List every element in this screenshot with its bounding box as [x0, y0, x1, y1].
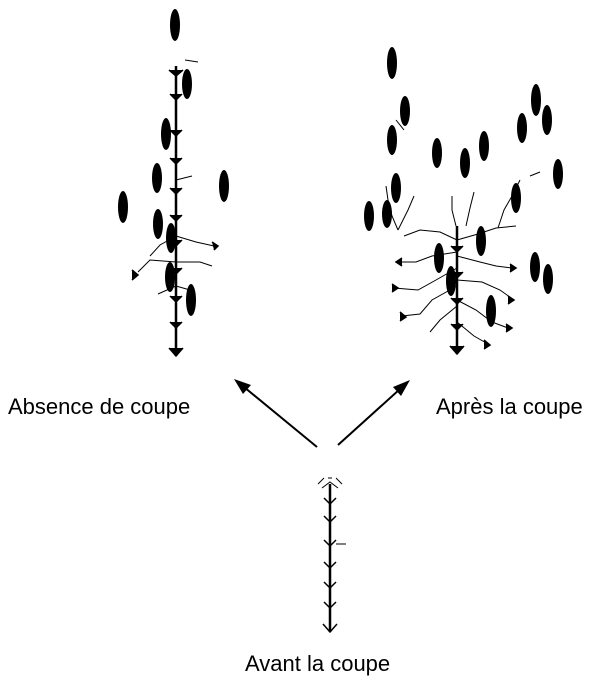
arrow-to-after-cut [337, 380, 410, 446]
pods [364, 47, 563, 327]
caption-uncut: Absence de coupe [8, 394, 191, 419]
plant-after-cut [364, 47, 563, 356]
apex [317, 477, 343, 489]
branch-hints [385, 119, 541, 345]
branch-tips [391, 257, 518, 350]
caption-before-cut: Avant la coupe [245, 651, 391, 676]
arrow-to-uncut [234, 379, 318, 448]
plant-uncut [118, 9, 229, 358]
stem-nodes [322, 497, 338, 634]
stem-nodes [449, 245, 465, 356]
arrows [234, 379, 410, 448]
pods [118, 9, 229, 316]
caption-after-cut: Après la coupe [436, 394, 583, 419]
branch-tips [131, 241, 220, 281]
plant-before-cut [317, 477, 346, 634]
